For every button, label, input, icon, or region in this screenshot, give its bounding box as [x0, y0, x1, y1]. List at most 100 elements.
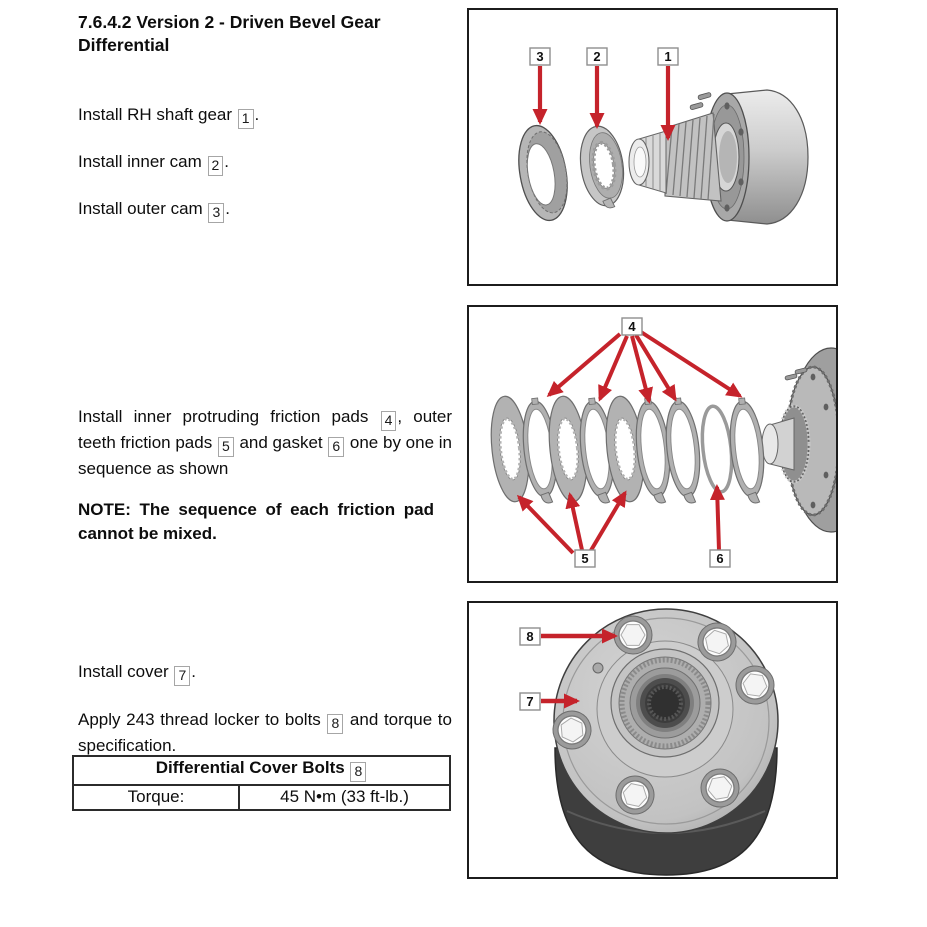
- gasket-ring: [700, 404, 734, 494]
- outer-cam-illustration: [518, 124, 568, 222]
- callout-ref-6: 6: [328, 437, 345, 457]
- callout-2-box: [586, 47, 608, 66]
- step-install-cover: Install cover 7.: [78, 661, 452, 686]
- housing-body: [726, 89, 809, 225]
- callout-ref-8: 8: [327, 714, 344, 734]
- callout-7: 7: [519, 692, 580, 711]
- step-friction-pad-sequence: Install inner protruding friction pads 4…: [78, 405, 452, 481]
- rh-shaft-gear-illustration: [628, 112, 722, 202]
- housing-pin: [794, 367, 808, 375]
- callout-ref-1: 1: [237, 109, 254, 129]
- outer-cam-bore: [526, 143, 556, 206]
- seq-text-1: Install inner protruding friction pads: [78, 407, 380, 426]
- torque-spec-table: Differential Cover Bolts 8 Torque: 45 N•…: [72, 755, 451, 811]
- callout-3-label: 3: [536, 49, 543, 64]
- step-text-end: .: [224, 152, 230, 171]
- cover-bolt: [735, 665, 775, 705]
- bearing-teeth: [777, 404, 811, 484]
- figure-cover-bolts-svg: 8 7: [519, 608, 779, 876]
- callout-4-box: [621, 317, 643, 336]
- step-text: Install cover: [78, 662, 174, 681]
- housing-pin: [697, 92, 712, 100]
- housing-pin: [784, 373, 798, 381]
- inner-cam-tab: [602, 197, 616, 209]
- callout-6-arrow: [709, 484, 725, 551]
- callout-8-label: 8: [526, 629, 533, 644]
- figure-friction-pads-svg: 4 5 6: [490, 317, 836, 568]
- friction-pads-row: [490, 395, 765, 504]
- inner-cam-teeth: [591, 140, 617, 191]
- callout-1: 1: [657, 47, 679, 141]
- cover-bolt: [700, 768, 740, 808]
- callout-7-box: [519, 692, 541, 711]
- table-title: Differential Cover Bolts: [155, 758, 345, 777]
- seq-text-4: one by one in sequence as shown: [78, 433, 452, 478]
- flange-bolt-holes: [810, 373, 829, 509]
- step-text-end: .: [191, 662, 196, 681]
- table-row: Torque: 45 N•m (33 ft-lb.): [72, 784, 451, 811]
- cover-bolt: [552, 710, 592, 750]
- step-text: Install outer cam: [78, 199, 208, 218]
- callout-3: 3: [529, 47, 551, 125]
- callout-4: 4: [546, 317, 743, 404]
- cover-pin-hole: [592, 662, 604, 674]
- table-header-row: Differential Cover Bolts 8: [72, 755, 451, 786]
- gear-collar-bore: [633, 146, 647, 178]
- cover-bolt: [697, 622, 737, 662]
- callout-4-label: 4: [628, 319, 636, 334]
- cover-bolt: [615, 775, 655, 815]
- step-install-rh-shaft-gear: Install RH shaft gear 1.: [78, 104, 452, 129]
- seq-text-2: , outer teeth friction pads: [78, 407, 453, 452]
- outer-teeth-pad: [605, 395, 645, 503]
- callout-ref-5: 5: [217, 437, 234, 457]
- bolts-text-2: and torque to specification.: [78, 710, 452, 755]
- cover-bolt: [613, 615, 653, 655]
- torque-value-cell: 45 N•m (33 ft-lb.): [238, 784, 451, 811]
- cover-bolts: [552, 615, 775, 815]
- callout-ref-3: 3: [208, 203, 225, 223]
- seq-text-3: and gasket: [234, 433, 328, 452]
- step-thread-locker: Apply 243 thread locker to bolts 8 and t…: [78, 708, 452, 758]
- callout-6-label: 6: [716, 551, 723, 566]
- callout-2: 2: [586, 47, 608, 129]
- figure-exploded-cams: 3 2 1: [467, 8, 838, 286]
- bearing-serration: [619, 657, 711, 749]
- callout-1-box: [657, 47, 679, 66]
- inner-protruding-pad: [729, 397, 765, 504]
- note-paragraph: NOTE: The sequence of each friction pad …: [78, 500, 434, 543]
- inner-protruding-pad: [522, 397, 558, 504]
- housing-pin: [689, 102, 704, 110]
- step-text-end: .: [254, 105, 260, 124]
- figure-friction-pads: 4 5 6: [467, 305, 838, 583]
- callout-ref-2: 2: [207, 156, 224, 176]
- callout-ref-4: 4: [380, 411, 397, 431]
- inner-cam-illustration: [579, 125, 625, 209]
- callout-7-label: 7: [526, 694, 533, 709]
- callout-5-label: 5: [581, 551, 588, 566]
- bolts-text-1: Apply 243 thread locker to bolts: [78, 710, 327, 729]
- callout-6: 6: [709, 484, 731, 568]
- callout-2-label: 2: [593, 49, 600, 64]
- callout-ref-8-table: 8: [350, 762, 367, 782]
- section-heading: 7.6.4.2 Version 2 - Driven Bevel Gear Di…: [78, 12, 381, 55]
- housing-bore-shadow: [719, 131, 737, 183]
- callout-3-box: [529, 47, 551, 66]
- differential-housing-illustration: [761, 347, 836, 533]
- figure-exploded-cams-svg: 3 2 1: [518, 47, 809, 225]
- hub-illustration: [610, 648, 720, 758]
- outer-teeth-pad: [490, 395, 530, 503]
- callout-8: 8: [519, 627, 618, 646]
- step-text-end: .: [225, 199, 230, 218]
- step-install-inner-cam: Install inner cam 2.: [78, 151, 452, 176]
- callout-4-arrows: [546, 330, 743, 404]
- torque-label-cell: Torque:: [72, 784, 240, 811]
- callout-5: 5: [516, 490, 627, 568]
- inner-protruding-pad: [579, 397, 615, 504]
- callout-1-label: 1: [664, 49, 671, 64]
- figure-cover-bolts: 8 7: [467, 601, 838, 879]
- step-text: Install inner cam: [78, 152, 207, 171]
- callout-8-box: [519, 627, 541, 646]
- callout-5-arrows: [516, 490, 627, 555]
- step-install-outer-cam: Install outer cam 3.: [78, 198, 452, 223]
